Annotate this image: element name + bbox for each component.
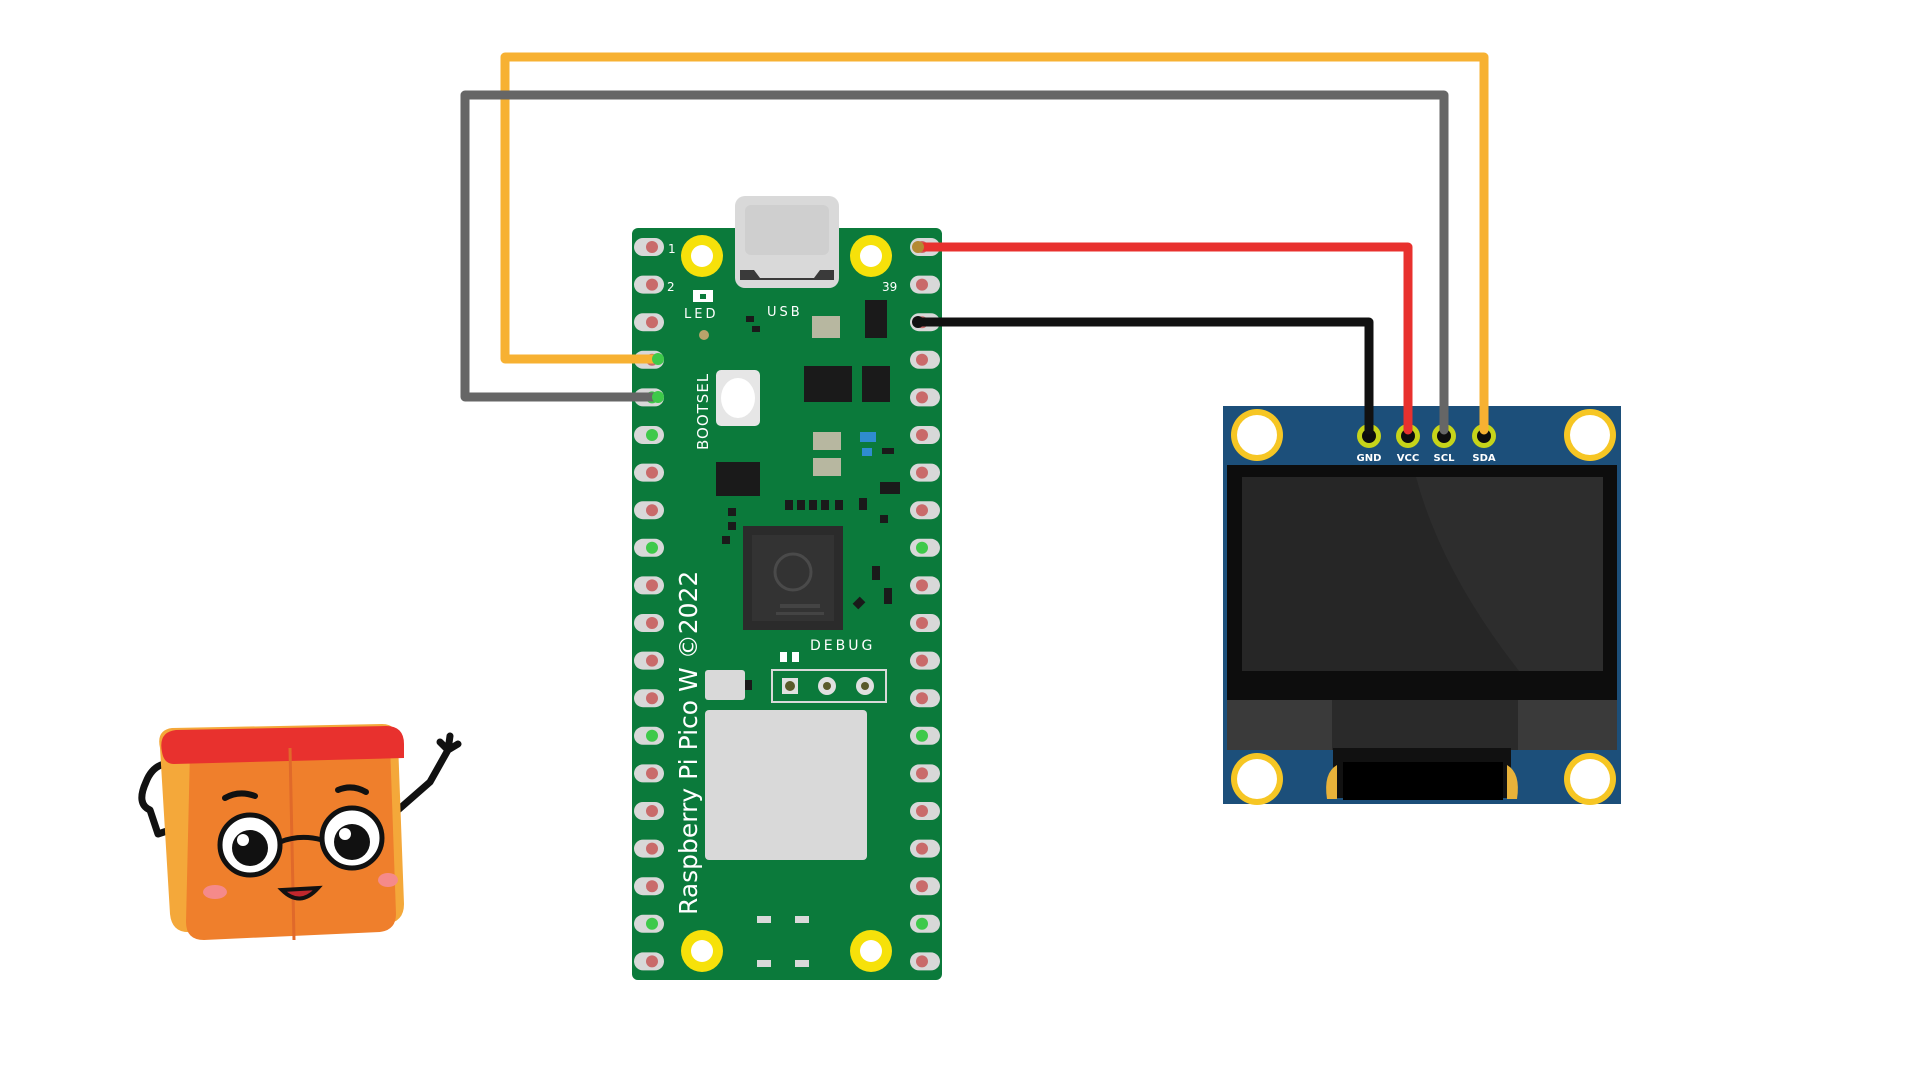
pico-pin-right-23 [910,877,940,896]
vcc-wire[interactable] [913,242,1413,435]
pico-pin-right-39 [910,275,940,294]
gnd-wire[interactable] [913,317,1374,435]
pico-pin-left-10 [634,576,664,595]
pico-pin-left-6 [634,426,664,444]
pin-1-label: 1 [668,242,676,256]
pico-pin-right-33 [910,501,940,520]
raspberry-logo-icon [773,552,813,592]
bootsel-label: BOOTSEL [694,373,712,450]
pico-mounting-holes [681,235,892,972]
wire-end-3 [912,316,924,328]
pico-pin-right-25 [910,802,940,820]
wire-end-2 [912,241,924,253]
pico-pin-left-16 [634,802,664,820]
pico-pin-right-21 [910,952,940,971]
led-label: LED [684,307,718,322]
debug-label: DEBUG [810,638,875,654]
oled-pin-header: GND VCC SCL SDA [1357,424,1496,464]
pico-pin-right-24 [910,839,940,858]
wire-end-1 [652,391,664,403]
pico-pin-left-1 [634,238,664,256]
pico-pin-left-3 [634,313,664,332]
scl-wire[interactable] [460,90,1449,435]
pin-2-label: 2 [667,280,675,294]
pico-pin-right-28 [910,689,940,708]
oled-pin-label-sda: SDA [1472,453,1496,464]
pico-pin-right-34 [910,463,940,482]
pico-pin-right-31 [910,576,940,595]
oled-pin-label-gnd: GND [1357,453,1382,464]
pico-pin-left-17 [634,839,664,858]
pico-pin-left-13 [634,689,664,708]
pico-pin-left-7 [634,463,664,482]
pico-components [699,300,900,967]
debug-header [771,669,887,703]
wires [460,52,1489,435]
pico-pin-right-29 [910,651,940,670]
pico-pin-right-35 [910,426,940,444]
wireless-module [705,710,867,860]
pico-pin-left-14 [634,726,664,745]
pico-pin-left-18 [634,877,664,896]
pico-pin-left-11 [634,614,664,632]
orange-cube-mascot [138,724,462,941]
oled-mounting-holes [1231,409,1616,805]
pico-pin-left-19 [634,914,664,933]
pico-pin-right-26 [910,764,940,783]
pin-39-label: 39 [882,280,897,294]
oled-display-module: GND VCC SCL SDA [1223,406,1621,805]
pico-pin-left-2 [634,275,664,294]
pico-pin-right-32 [910,538,940,557]
pico-pin-left-12 [634,651,664,670]
pico-w-board: 1 2 39 LED USB BOOTSEL DEBUG Raspberry P… [632,196,942,980]
usb-connector [735,196,839,288]
pico-pin-left-9 [634,538,664,557]
pico-model-label: Raspberry Pi Pico W ©2022 [674,571,703,915]
pico-pin-right-27 [910,726,940,745]
pico-pin-left-20 [634,952,664,971]
usb-label: USB [767,305,803,320]
pico-pin-right-36 [910,388,940,407]
pico-pin-right-37 [910,350,940,369]
oled-screen [1227,465,1617,800]
wire-ends [652,241,924,403]
pico-pin-right-22 [910,914,940,933]
pico-pin-left-15 [634,764,664,783]
pico-pin-right-30 [910,614,940,632]
oled-pin-label-vcc: VCC [1397,453,1419,464]
oled-pin-label-scl: SCL [1434,453,1456,464]
wire-end-0 [652,353,664,365]
pico-pin-left-8 [634,501,664,520]
sda-wire[interactable] [500,52,1489,435]
